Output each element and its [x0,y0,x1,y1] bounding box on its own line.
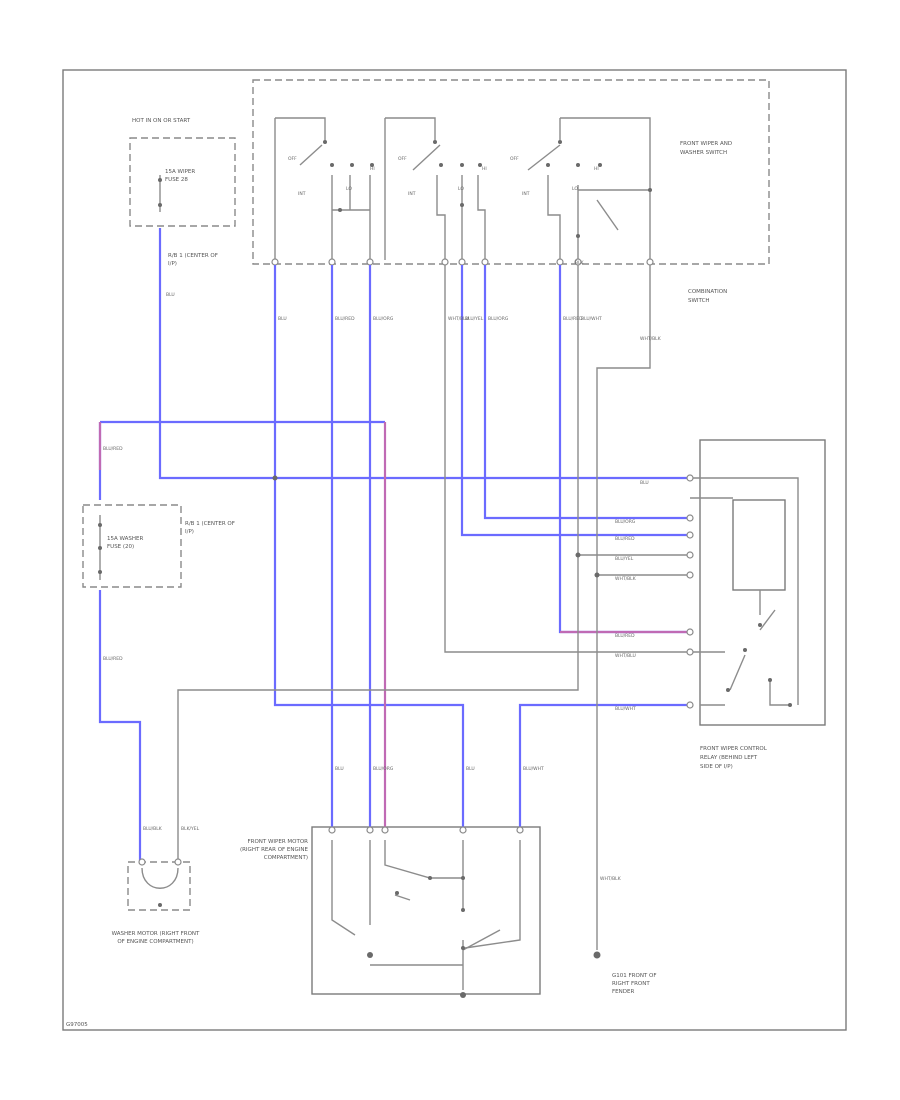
relay-module [732,499,786,591]
wire-label: BLU/RED [615,633,635,639]
wire-label: BLU/RED [335,316,355,322]
sw-label-off: OFF [288,156,297,162]
control-relay-box [699,439,826,726]
label-combination-switch: COMBINATION SWITCH [688,289,728,304]
label-control-relay: FRONT WIPER CONTROL RELAY (BEHIND LEFT S… [700,746,767,770]
washer-fuse-box [82,504,182,588]
motor-terminals [328,826,524,834]
wire-label: WHT/BLK [600,876,622,882]
wire-label: WHT/BLU [448,316,469,322]
wire-labels: BLU BLU BLU/RED BLU/ORG WHT/BLU BLU/YEL … [103,260,662,882]
sw-label-off: OFF [398,156,407,162]
wire-label: BLU/BLK [143,826,163,832]
label-ground: G101 FRONT OF RIGHT FRONT FENDER [612,973,657,995]
wire-label: BLU/RED [103,656,123,662]
switch-internals [274,117,651,260]
switch-nodes [323,140,652,238]
wire-label: BLU/ORG [615,519,636,525]
label-reference: G97005 [66,1022,88,1028]
wire-label: BLU/YEL [465,316,484,322]
blue-wires [98,228,690,862]
wire-label: BLU [278,316,287,322]
wire-label: WHT/BLK [640,336,662,342]
sw-label-lo: LO [346,186,352,192]
wire-label: BLU [640,480,649,486]
wire-label: BLK/YEL [181,826,200,832]
wire-label: BLU/RED [563,316,583,322]
sw-label-off: OFF [510,156,519,162]
label-washer-fuse-location: R/B 1 (CENTER OF I/P) [185,521,235,535]
wiper-fuse-box [129,137,236,227]
sw-label-lo: LO [458,186,464,192]
label-wiper-motor: FRONT WIPER MOTOR (RIGHT REAR OF ENGINE … [239,839,308,861]
switch-position-labels: OFF OFF OFF INT INT INT LO LO LO HI HI H… [288,156,599,197]
wire-label: BLU/RED [103,446,123,452]
sw-label-lo: LO [572,186,578,192]
wire-label: BLU [166,292,175,298]
sw-label-int: INT [522,191,530,197]
ground-point [593,951,601,959]
wire-label: BLU/ORG [373,766,394,772]
diagram-frame [62,69,847,1031]
label-washer-fuse: 15A WASHER FUSE (20) [107,536,144,550]
washer-motor-internals [141,867,179,889]
wire-label: BLU/ORG [373,316,394,322]
wire-label: BLU/WHT [523,766,544,772]
sw-label-hi: HI [594,166,599,172]
wire-label: BLU/ORG [488,316,509,322]
sw-label-int: INT [408,191,416,197]
wire-label: WHT/BLK [615,576,637,582]
relay-terminals [686,474,694,709]
wire-label: BLU/WHT [581,316,602,322]
wiper-motor-box [311,826,541,995]
wire-label: BLU [466,766,475,772]
gray-wires [177,265,799,950]
sw-label-hi: HI [482,166,487,172]
switch-terminals [271,258,654,266]
label-fuse-hot: HOT IN ON OR START [132,118,191,124]
wire-label: BLK [575,260,585,266]
wire-label: BLU [335,766,344,772]
wire-label: BLU/YEL [615,556,634,562]
combination-switch-box [252,79,770,265]
label-wiper-switch: FRONT WIPER AND WASHER SWITCH [680,141,733,156]
wire-label: BLU/RED [615,536,635,542]
label-washer-motor: WASHER MOTOR (RIGHT FRONT OF ENGINE COMP… [111,931,200,945]
pink-wires [98,422,690,827]
relay-nodes [272,475,792,707]
sw-label-hi: HI [370,166,375,172]
wire-label: WHT/BLU [615,653,636,659]
wiper-motor-internals [331,840,521,990]
label-wiper-fuse: 15A WIPER FUSE 28 [165,169,196,183]
washer-motor-box [127,861,191,911]
label-wiper-fuse-location: R/B 1 (CENTER OF I/P) [168,253,218,267]
sw-label-int: INT [298,191,306,197]
wire-label: BLU/WHT [615,706,636,712]
